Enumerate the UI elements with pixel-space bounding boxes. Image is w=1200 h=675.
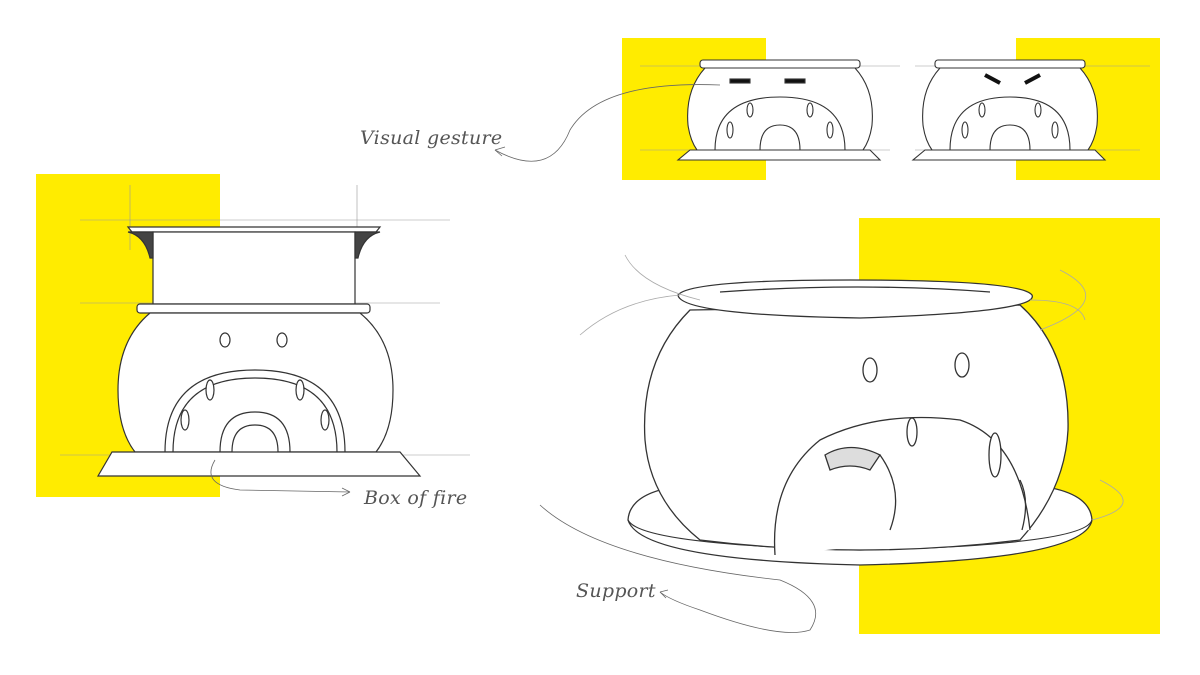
annotation-arrows xyxy=(210,84,1124,633)
label-support: Support xyxy=(576,580,656,602)
burner-face-calm xyxy=(640,59,900,161)
burner-front-view xyxy=(60,185,470,477)
burner-face-angry xyxy=(911,59,1150,161)
label-visual-gesture: Visual gesture xyxy=(360,127,503,149)
burner-perspective-view xyxy=(627,279,1093,566)
label-box-of-fire: Box of fire xyxy=(364,487,468,509)
